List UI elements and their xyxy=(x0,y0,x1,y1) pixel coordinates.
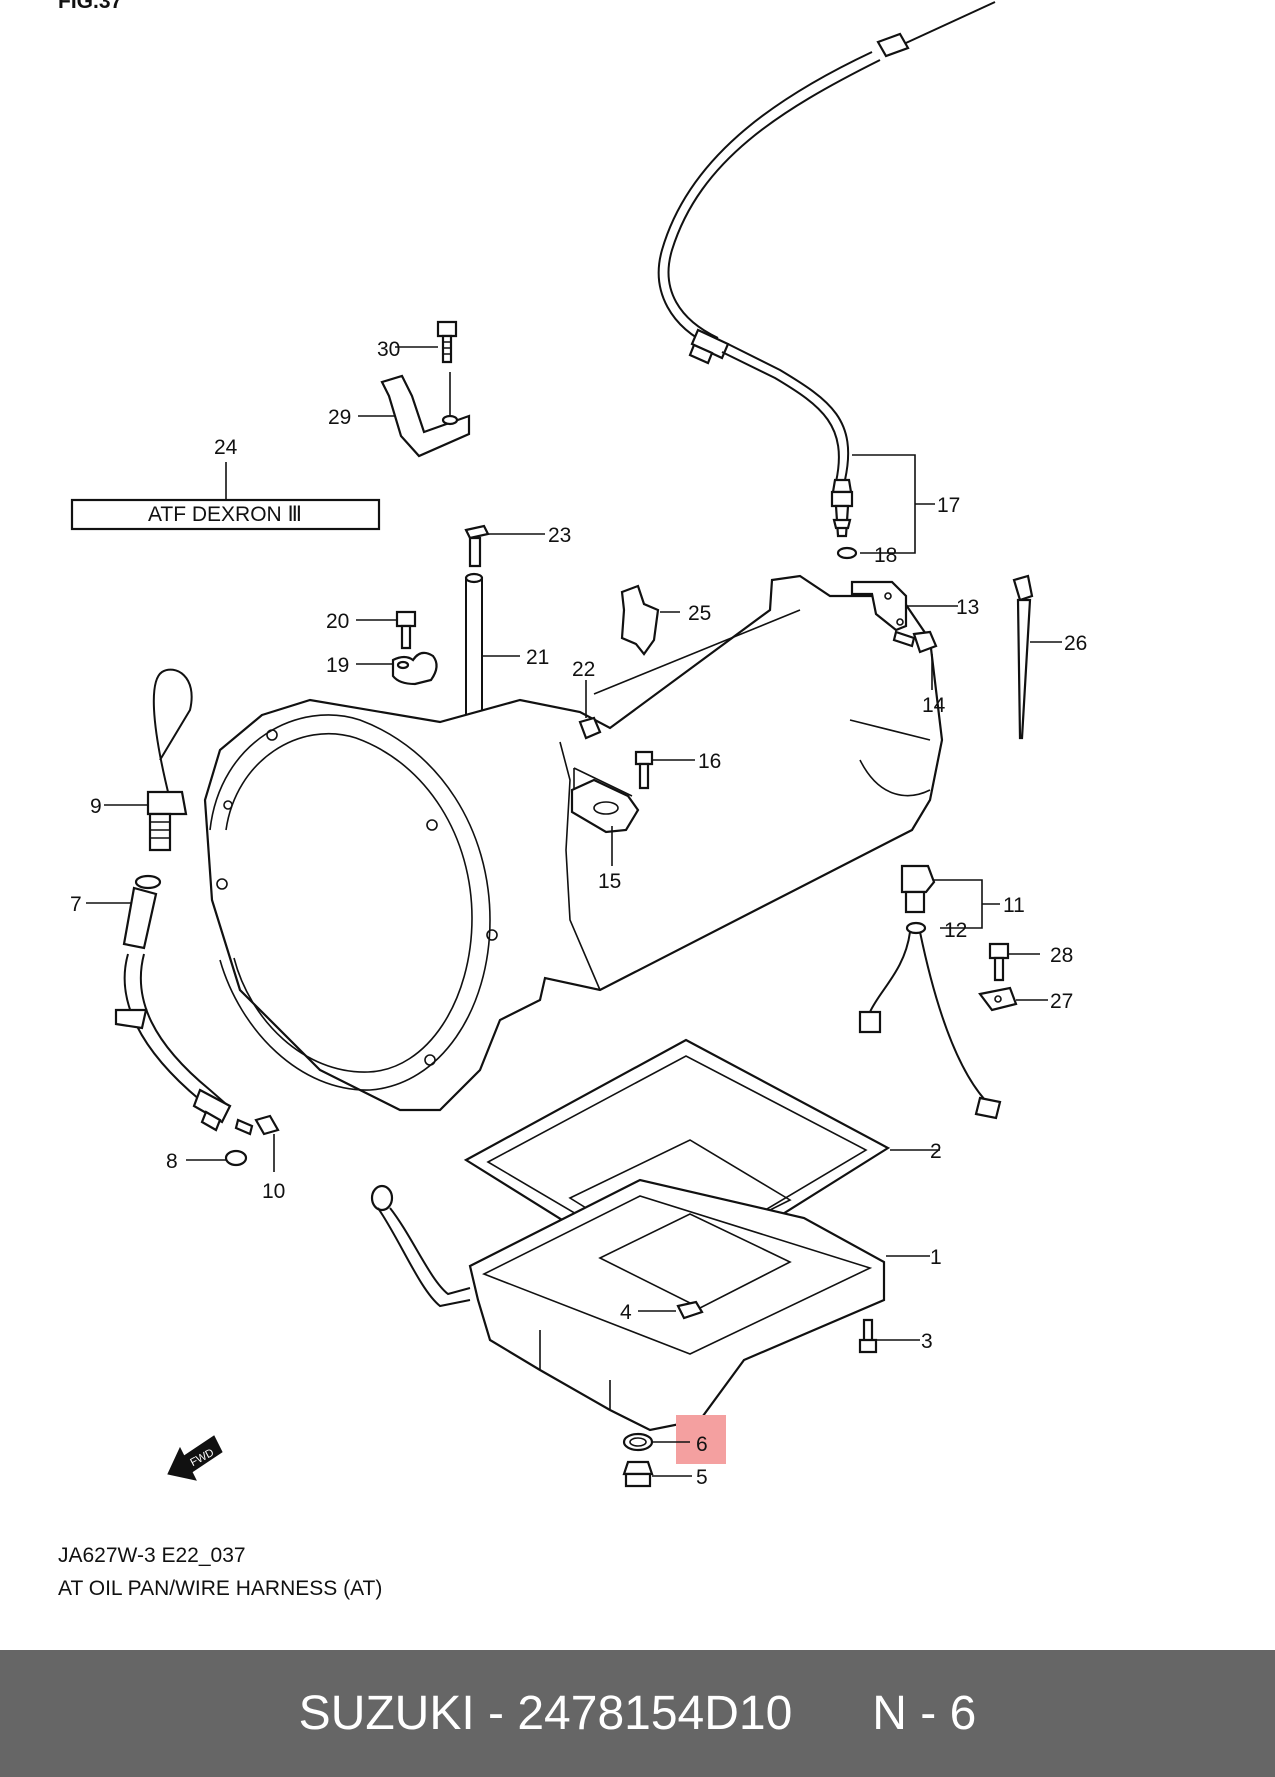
dipstick-9 xyxy=(104,668,193,852)
bolt-28 xyxy=(988,942,1040,982)
atf-plate xyxy=(70,498,381,531)
label-13: 13 xyxy=(956,596,979,619)
label-8: 8 xyxy=(166,1150,178,1173)
label-20: 20 xyxy=(326,610,349,633)
label-25: 25 xyxy=(688,602,711,625)
atf-plate-text: ATF DEXRON Ⅲ xyxy=(148,503,302,526)
label-28: 28 xyxy=(1050,944,1073,967)
label-10: 10 xyxy=(262,1180,285,1203)
bracket-13 xyxy=(850,580,958,632)
o-ring-8 xyxy=(186,1149,248,1167)
label-12: 12 xyxy=(944,919,967,942)
label-26: 26 xyxy=(1064,632,1087,655)
label-3: 3 xyxy=(921,1330,933,1353)
label-23: 23 xyxy=(548,524,571,547)
drain-plug-5 xyxy=(622,1460,692,1488)
label-18: 18 xyxy=(874,544,897,567)
bolt-20 xyxy=(356,610,417,650)
fwd-arrow-icon: FWD xyxy=(167,1435,223,1481)
bolt-16 xyxy=(634,750,695,790)
bolt-10 xyxy=(234,1114,280,1172)
footer-part-number: 2478154D10 xyxy=(517,1687,793,1740)
label-17: 17 xyxy=(937,494,960,517)
label-24: 24 xyxy=(214,436,238,459)
label-6: 6 xyxy=(696,1433,708,1456)
diagram-title: AT OIL PAN/WIRE HARNESS (AT) xyxy=(58,1577,383,1600)
bracket-bolt-30 xyxy=(395,320,458,364)
bracket-15 xyxy=(570,767,640,866)
highlight-6 xyxy=(676,1415,726,1464)
shift-cable xyxy=(657,1,996,560)
magnet-4 xyxy=(638,1300,704,1320)
label-5: 5 xyxy=(696,1466,708,1489)
footer-bar: SUZUKI - 2478154D10 N - 6 xyxy=(0,1650,1275,1777)
oil-pan-1 xyxy=(468,1178,930,1432)
bolt-3 xyxy=(858,1318,920,1354)
label-1: 1 xyxy=(930,1246,942,1269)
label-16: 16 xyxy=(698,750,721,773)
label-29: 29 xyxy=(328,406,351,429)
clamp-19 xyxy=(356,651,438,686)
label-2: 2 xyxy=(930,1140,942,1163)
label-4: 4 xyxy=(620,1301,632,1324)
label-11: 11 xyxy=(1003,894,1025,917)
drain-gasket-6 xyxy=(622,1432,690,1452)
label-19: 19 xyxy=(326,654,349,677)
oil-tube xyxy=(370,1184,471,1308)
label-30: 30 xyxy=(377,338,400,361)
parts-diagram: FIG.37 17 18 30 29 24 ATF DEXRON Ⅲ xyxy=(58,0,1087,1489)
footer-separator: - xyxy=(488,1687,505,1740)
cable-tie-26 xyxy=(1012,574,1062,740)
label-21: 21 xyxy=(526,646,549,669)
label-15: 15 xyxy=(598,870,621,893)
bracket-29 xyxy=(358,372,471,458)
clip-25 xyxy=(620,584,680,656)
wire-harness-11 xyxy=(858,864,1002,1120)
label-7: 7 xyxy=(70,893,82,916)
dipstick-tube-7 xyxy=(86,874,232,1132)
label-9: 9 xyxy=(90,795,102,818)
clip-22 xyxy=(578,680,602,740)
figure-title: FIG.37 xyxy=(58,0,122,13)
footer-position: N - 6 xyxy=(872,1687,977,1740)
diagram-code: JA627W-3 E22_037 xyxy=(58,1544,246,1567)
bolt-14 xyxy=(892,630,938,690)
transmission-case xyxy=(203,574,944,1112)
label-14: 14 xyxy=(922,694,946,717)
bracket-27 xyxy=(978,986,1048,1012)
footer-brand: SUZUKI xyxy=(298,1687,475,1740)
label-27: 27 xyxy=(1050,990,1073,1013)
label-22: 22 xyxy=(572,658,595,681)
